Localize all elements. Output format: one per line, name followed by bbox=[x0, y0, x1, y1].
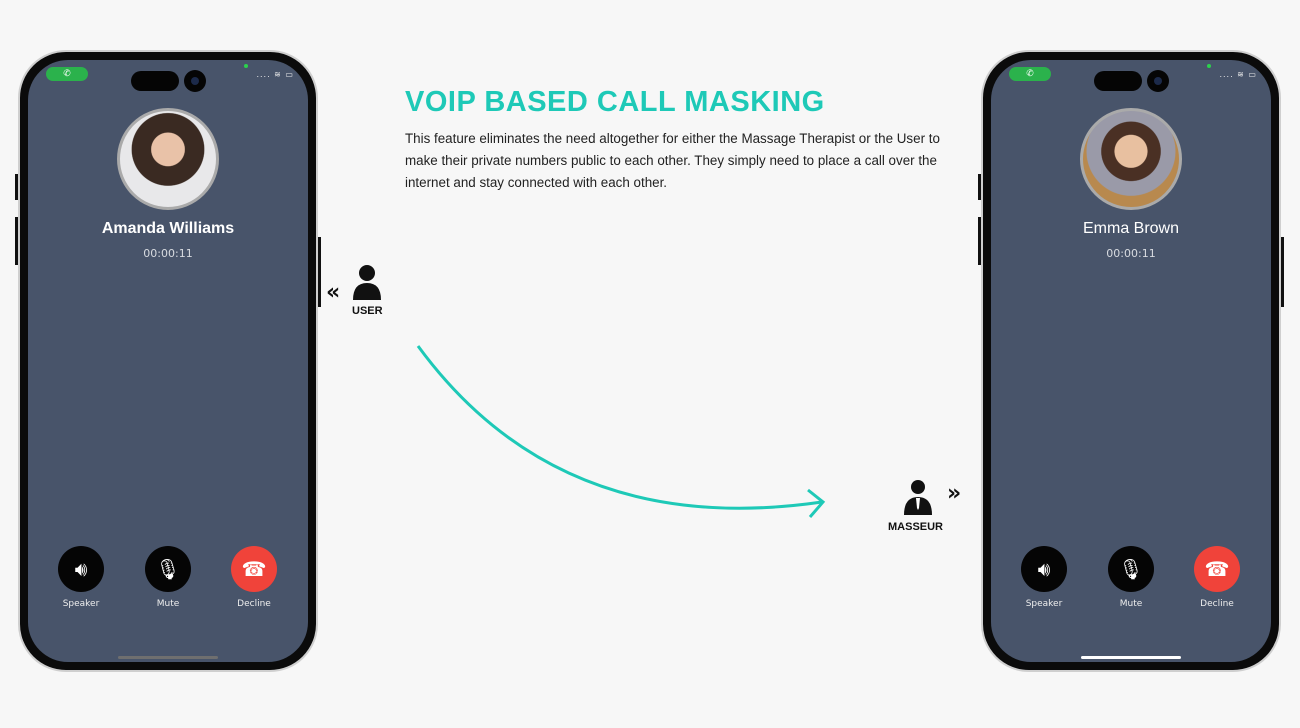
decline-label: Decline bbox=[237, 599, 271, 609]
masseur-label: MASSEUR bbox=[888, 521, 944, 533]
avatar bbox=[1080, 108, 1182, 210]
dynamic-island bbox=[1094, 71, 1142, 91]
avatar bbox=[117, 108, 219, 210]
call-timer: 00:00:11 bbox=[143, 247, 193, 260]
decline-label: Decline bbox=[1200, 599, 1234, 609]
dynamic-island bbox=[131, 71, 179, 91]
call-screen: ✆ .... ≋ ▭ Emma Brown 00:00:11 🔊︎ Speaker… bbox=[991, 60, 1271, 662]
home-indicator bbox=[118, 656, 218, 659]
phone-user: ✆ .... ≋ ▭ Amanda Williams 00:00:11 🔊︎ Sp… bbox=[15, 50, 321, 672]
speaker-icon: 🔊︎ bbox=[58, 546, 104, 592]
call-screen: ✆ .... ≋ ▭ Amanda Williams 00:00:11 🔊︎ Sp… bbox=[28, 60, 308, 662]
call-timer: 00:00:11 bbox=[1106, 247, 1156, 260]
speaker-icon: 🔊︎ bbox=[1021, 546, 1067, 592]
speaker-label: Speaker bbox=[1025, 599, 1063, 609]
chevrons-right-icon: » bbox=[947, 481, 962, 506]
description: This feature eliminates the need altoget… bbox=[405, 131, 940, 190]
caller-name: Emma Brown bbox=[1082, 220, 1180, 237]
decline-button[interactable]: ☎︎ Decline bbox=[1187, 546, 1247, 609]
mic-off-icon: 🎙︎ bbox=[145, 546, 191, 592]
camera-icon bbox=[184, 70, 206, 92]
camera-icon bbox=[1147, 70, 1169, 92]
decline-button[interactable]: ☎︎ Decline bbox=[224, 546, 284, 609]
mute-label: Mute bbox=[1119, 599, 1143, 609]
mic-indicator-icon bbox=[1207, 64, 1211, 68]
user-icon bbox=[353, 265, 381, 300]
chevrons-left-icon: « bbox=[326, 280, 341, 305]
call-pill-icon[interactable]: ✆ bbox=[46, 67, 88, 81]
mute-label: Mute bbox=[156, 599, 180, 609]
speaker-label: Speaker bbox=[62, 599, 100, 609]
page-title: VOIP BASED CALL MASKING bbox=[405, 86, 825, 118]
mute-button[interactable]: 🎙︎ Mute bbox=[1101, 546, 1161, 609]
hang-up-icon: ☎︎ bbox=[1194, 546, 1240, 592]
hang-up-icon: ☎︎ bbox=[231, 546, 277, 592]
speaker-button[interactable]: 🔊︎ Speaker bbox=[1014, 546, 1074, 609]
mic-indicator-icon bbox=[244, 64, 248, 68]
mute-button[interactable]: 🎙︎ Mute bbox=[138, 546, 198, 609]
mic-off-icon: 🎙︎ bbox=[1108, 546, 1154, 592]
caller-name: Amanda Williams bbox=[101, 220, 235, 237]
speaker-button[interactable]: 🔊︎ Speaker bbox=[51, 546, 111, 609]
status-icons: .... ≋ ▭ bbox=[1219, 70, 1257, 79]
masseur-icon bbox=[904, 480, 932, 515]
home-indicator bbox=[1081, 656, 1181, 659]
status-icons: .... ≋ ▭ bbox=[256, 70, 294, 79]
call-pill-icon[interactable]: ✆ bbox=[1009, 67, 1051, 81]
user-label: USER bbox=[352, 305, 383, 317]
phone-masseur: ✆ .... ≋ ▭ Emma Brown 00:00:11 🔊︎ Speaker… bbox=[978, 50, 1284, 672]
